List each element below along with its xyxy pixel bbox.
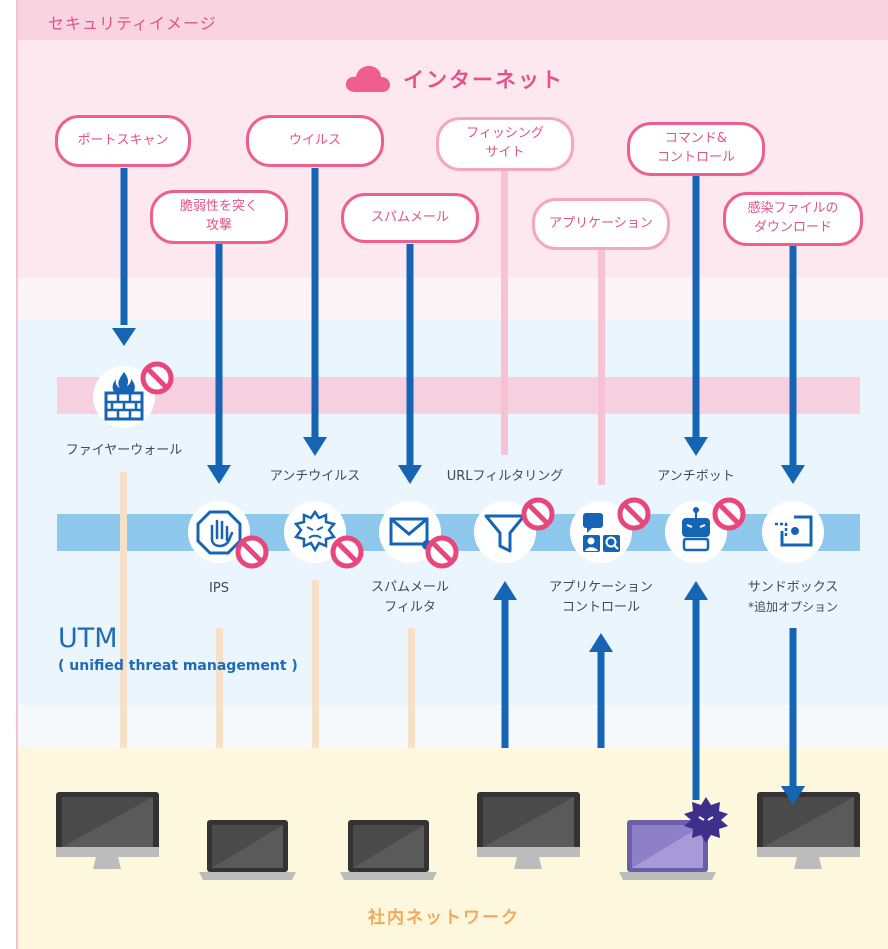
spam-filter-node — [379, 501, 441, 563]
app-control-label: アプリケーション コントロール — [549, 580, 653, 615]
zone-gap-lower — [18, 705, 888, 747]
utm-title: UTM — [58, 623, 118, 654]
arrowhead-spam — [398, 465, 422, 484]
desktop-monitor-2 — [477, 792, 580, 869]
threat-command-control: コマンド& コントロール — [627, 122, 765, 176]
lan-zone — [18, 747, 888, 949]
utm-subtitle: ( unified threat management ) — [58, 658, 298, 674]
phishing-path — [501, 170, 508, 455]
lan-path-4 — [408, 628, 415, 748]
block-icon — [140, 361, 174, 395]
arrowhead-vuln — [207, 465, 231, 484]
robot-icon — [682, 518, 710, 537]
arrowhead-c2 — [684, 437, 708, 456]
spam-filter-label: スパムメール フィルタ — [370, 580, 449, 615]
antivirus-node — [284, 501, 346, 563]
app-control-node — [570, 501, 632, 563]
threat-virus: ウイルス — [246, 115, 384, 167]
laptop-2 — [340, 820, 437, 880]
firewall-band — [57, 377, 860, 414]
block-icon — [330, 535, 364, 569]
ips-label: IPS — [209, 581, 229, 596]
internet-heading: インターネット — [345, 62, 564, 96]
chat-icon — [583, 513, 603, 528]
antivirus-label: アンチウイルス — [269, 469, 361, 484]
desktop-monitor-3 — [757, 792, 860, 869]
block-icon — [235, 535, 269, 569]
block-icon — [617, 497, 651, 531]
threat-port-scan: ポートスキャン — [55, 115, 191, 167]
antibot-node — [665, 501, 727, 563]
lan-path-1 — [120, 472, 127, 748]
left-edge-line — [16, 0, 19, 949]
firewall-node — [93, 366, 155, 428]
flame-icon — [112, 372, 135, 394]
arrowhead-sandbox-lan-top — [781, 786, 805, 805]
cloud-icon — [345, 66, 390, 92]
arrowhead-lan-bot — [684, 581, 708, 600]
arrowhead-download — [781, 465, 805, 484]
application-path — [598, 250, 605, 485]
threat-vulnerability-attack: 脆弱性を突く 攻撃 — [150, 190, 288, 244]
infected-laptop — [619, 797, 728, 880]
hand-icon — [210, 519, 234, 548]
threat-spam: スパムメール — [341, 193, 479, 243]
block-icon — [712, 497, 746, 531]
sandbox-node — [762, 501, 824, 563]
lan-path-2 — [216, 628, 223, 748]
sandbox-label: サンドボックス — [747, 580, 839, 595]
desktop-monitor-1 — [56, 792, 159, 869]
threat-infected-download: 感染ファイルの ダウンロード — [723, 192, 863, 246]
zone-gap-upper — [18, 278, 888, 320]
internet-label: インターネット — [403, 68, 564, 92]
block-icon — [521, 497, 555, 531]
threat-application: アプリケーション — [532, 198, 670, 250]
ips-node — [188, 501, 250, 563]
stop-octagon-icon — [196, 510, 242, 555]
diagram-title: セキュリティイメージ — [48, 14, 217, 33]
block-icon — [425, 535, 459, 569]
url-filter-label: URLフィルタリング — [446, 469, 564, 484]
virus-icon — [293, 509, 337, 553]
antibot-label: アンチボット — [657, 469, 735, 484]
sandbox-note: *追加オプション — [747, 600, 838, 614]
arrowhead-lan-app — [589, 633, 613, 652]
arrowhead-port-scan — [112, 328, 136, 346]
arrowhead-virus — [303, 437, 327, 456]
sandbox-icon — [780, 515, 813, 547]
title-bar: セキュリティイメージ — [18, 0, 888, 40]
firewall-label: ファイヤーウォール — [65, 443, 183, 458]
laptop-1 — [199, 820, 296, 880]
lan-label: 社内ネットワーク — [368, 908, 520, 928]
threat-phishing: フィッシング サイト — [436, 117, 574, 171]
malware-bot-icon — [684, 797, 728, 843]
arrowhead-lan-url — [493, 581, 517, 600]
lan-path-3 — [312, 580, 319, 748]
